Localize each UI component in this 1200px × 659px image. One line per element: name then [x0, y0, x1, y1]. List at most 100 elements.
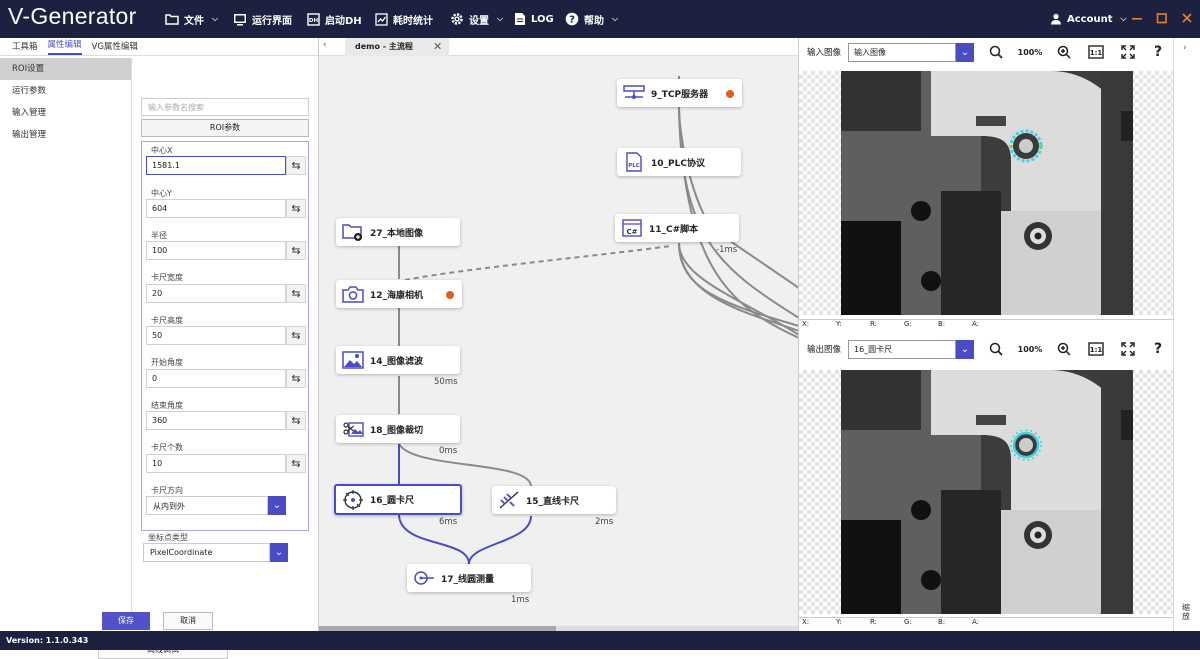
node-label: 15_直线卡尺	[526, 496, 580, 507]
input-image-canvas[interactable]	[799, 71, 1173, 315]
menu-start-dh[interactable]: DH 启动DH	[307, 0, 362, 38]
chevron-down-icon[interactable]: ⌄	[268, 496, 286, 515]
nav-output-manage[interactable]: 输出管理	[12, 130, 47, 140]
cancel-button[interactable]: 取消	[163, 612, 213, 630]
gear-icon	[450, 12, 464, 26]
zoom-in-icon[interactable]	[1055, 43, 1073, 61]
maximize-button[interactable]	[1155, 11, 1169, 25]
caliper-direction-select[interactable]: 从内到外	[146, 496, 268, 515]
roi-params-button[interactable]: ROI参数	[141, 119, 309, 137]
radius-input[interactable]: 100	[146, 241, 286, 260]
zoom-out-icon[interactable]	[987, 340, 1005, 358]
vertical-label[interactable]: 缩放	[1182, 603, 1190, 621]
actual-size-icon[interactable]: 1:1	[1087, 43, 1105, 61]
flow-canvas[interactable]: ‹ demo - 主流程 ✕ 9_TCP服务器 PLC 10_PLC协议 C# …	[318, 38, 799, 631]
svg-text:?: ?	[569, 15, 575, 26]
help-icon[interactable]: ?	[1153, 44, 1163, 60]
chevron-down-icon: ⌵	[212, 14, 219, 23]
tab-property-edit[interactable]: 属性编辑	[47, 38, 82, 55]
caliper-count-input[interactable]: 10	[146, 454, 286, 473]
close-button[interactable]	[1180, 11, 1194, 25]
node-line-circle-measure[interactable]: 17_线圆测量	[407, 564, 531, 592]
node-local-image[interactable]: 27_本地图像	[336, 218, 460, 246]
link-toggle-icon[interactable]: ⇆	[286, 241, 306, 260]
menu-settings[interactable]: 设置⌵	[450, 0, 503, 38]
menu-run-ui[interactable]: 运行界面	[233, 0, 292, 38]
menu-help[interactable]: ? 帮助⌵	[565, 0, 618, 38]
node-label: 17_线圆测量	[441, 574, 495, 585]
tab-vg-property-edit[interactable]: VG属性编辑	[91, 42, 138, 52]
node-circle-caliper[interactable]: 16_圆卡尺	[334, 484, 462, 515]
output-image-toolbar: 输出图像 16_圆卡尺 ⌄ 100% 1:1 ?	[799, 335, 1173, 363]
center-y-input[interactable]: 604	[146, 199, 286, 218]
connector-dashed	[404, 245, 672, 281]
node-csharp-script[interactable]: C# 11_C#脚本	[615, 214, 739, 242]
coord-type-select[interactable]: PixelCoordinate	[143, 543, 270, 562]
nav-input-manage[interactable]: 输入管理	[12, 108, 47, 118]
fit-screen-icon[interactable]	[1119, 340, 1137, 358]
node-label: 11_C#脚本	[649, 224, 699, 235]
menu-file-label: 文件	[184, 15, 204, 27]
node-plc-protocol[interactable]: PLC 10_PLC协议	[617, 148, 741, 176]
link-toggle-icon[interactable]: ⇆	[286, 156, 306, 175]
output-image-select[interactable]: 16_圆卡尺	[848, 339, 956, 359]
link-toggle-icon[interactable]: ⇆	[286, 411, 306, 430]
chevron-down-icon[interactable]: ⌄	[270, 543, 288, 562]
nav-roi-settings[interactable]: ROI设置	[0, 58, 131, 80]
input-image-select[interactable]: 输入图像	[848, 42, 956, 62]
link-toggle-icon[interactable]: ⇆	[286, 284, 306, 303]
canvas-horizontal-scrollbar[interactable]	[319, 626, 799, 631]
zoom-out-icon[interactable]	[987, 43, 1005, 61]
collapse-right-icon[interactable]: ›	[1183, 43, 1187, 53]
actual-size-icon[interactable]: 1:1	[1087, 340, 1105, 358]
chevron-down-icon[interactable]: ⌄	[956, 42, 974, 62]
param-search-input[interactable]: 输入参数名搜索	[141, 98, 309, 116]
output-image-canvas[interactable]	[799, 370, 1173, 614]
node-hik-camera[interactable]: 12_海康相机	[336, 280, 462, 308]
nav-run-params[interactable]: 运行参数	[12, 86, 47, 96]
end-angle-input[interactable]: 360	[146, 411, 286, 430]
collapse-left-icon[interactable]: ‹	[323, 40, 327, 50]
node-image-filter[interactable]: 14_图像滤波	[336, 346, 460, 374]
node-line-caliper[interactable]: 15_直线卡尺	[492, 486, 616, 514]
status-y: Y:	[836, 618, 842, 626]
close-tab-icon[interactable]: ✕	[433, 40, 443, 53]
scrollbar-thumb[interactable]	[319, 626, 556, 631]
account-menu[interactable]: Account⌵	[1050, 0, 1127, 38]
tab-toolbox[interactable]: 工具箱	[12, 42, 38, 52]
status-x: X:	[802, 320, 810, 328]
link-toggle-icon[interactable]: ⇆	[286, 369, 306, 388]
caliper-height-input[interactable]: 50	[146, 326, 286, 345]
save-button[interactable]: 保存	[102, 612, 150, 630]
app-logo: V-Generator	[8, 3, 137, 29]
title-bar: V-Generator 文件 ⌵ 运行界面 DH 启动DH 耗时统计 设置⌵ LO…	[0, 0, 1200, 38]
help-icon: ?	[565, 12, 579, 26]
menu-time-stats[interactable]: 耗时统计	[375, 0, 433, 38]
node-image-crop[interactable]: 18_图像裁切	[336, 415, 460, 443]
image-filter-icon	[342, 350, 364, 370]
link-toggle-icon[interactable]: ⇆	[286, 454, 306, 473]
flow-connections	[398, 76, 799, 565]
chevron-down-icon[interactable]: ⌄	[956, 339, 974, 359]
stats-icon	[375, 12, 388, 26]
caliper-width-input[interactable]: 20	[146, 284, 286, 303]
minimize-button[interactable]	[1130, 11, 1144, 25]
start-angle-input[interactable]: 0	[146, 369, 286, 388]
menu-log[interactable]: LOG	[514, 0, 554, 38]
center-x-input[interactable]: 1581.1	[146, 156, 286, 175]
fit-screen-icon[interactable]	[1119, 43, 1137, 61]
node-tcp-server[interactable]: 9_TCP服务器	[617, 79, 742, 107]
help-icon[interactable]: ?	[1153, 341, 1163, 357]
zoom-in-icon[interactable]	[1055, 340, 1073, 358]
connector	[678, 242, 799, 332]
menu-file[interactable]: 文件 ⌵	[165, 0, 218, 38]
link-toggle-icon[interactable]: ⇆	[286, 199, 306, 218]
menu-settings-label: 设置	[469, 15, 489, 27]
property-panel: 工具箱 属性编辑 VG属性编辑 ROI设置 运行参数 输入管理 输出管理 输入参…	[0, 38, 318, 659]
coord-type-label: 坐标点类型	[148, 533, 188, 542]
user-icon	[1050, 13, 1062, 25]
output-image-pixel-info: X: Y: R: G: B: A:	[799, 617, 1173, 629]
tab-demo-main-flow[interactable]: demo - 主流程	[345, 38, 449, 56]
link-toggle-icon[interactable]: ⇆	[286, 326, 306, 345]
input-image	[841, 71, 1133, 315]
